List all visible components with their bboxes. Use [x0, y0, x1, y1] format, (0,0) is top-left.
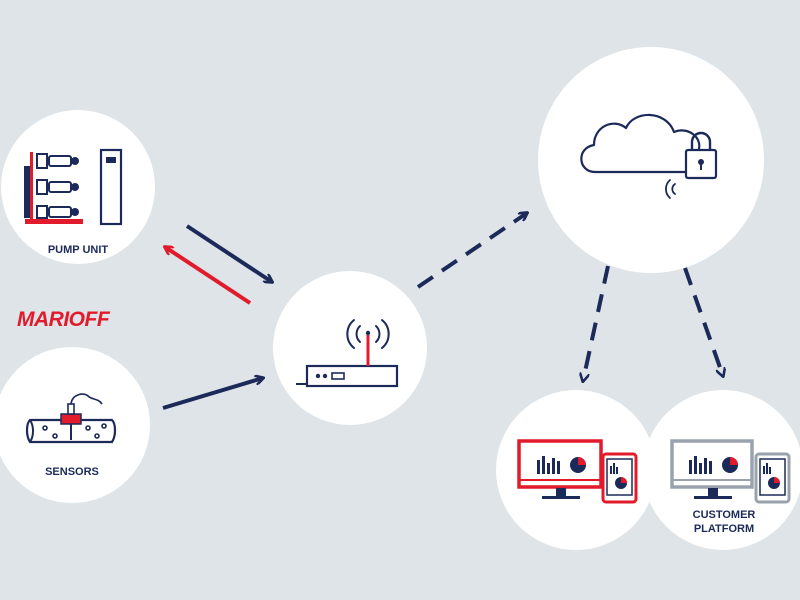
router-node: [273, 271, 427, 425]
customer-monitor-tablet-icon: [670, 439, 791, 504]
router-icon: [296, 319, 399, 388]
arrow-router-to-pump: [165, 247, 252, 305]
customer-platform-label-line2: PLATFORM: [694, 523, 754, 535]
arrow-pump-to-router: [185, 224, 272, 282]
arrow-cloud-to-customer: [683, 267, 723, 376]
sensors-label: SENSORS: [45, 466, 99, 478]
arrow-sensors-to-router: [162, 378, 263, 410]
arrow-router-to-cloud: [416, 213, 527, 289]
pipe-sensor-icon: [25, 393, 117, 444]
marioff-logo: MARIOFF: [17, 308, 111, 331]
cloud-lock-icon: [580, 113, 718, 199]
customer-platform-label-line1: CUSTOMER: [693, 509, 756, 521]
pump-icon: [24, 148, 123, 226]
arrow-cloud-to-monitor: [583, 265, 610, 381]
monitor-tablet-icon: [517, 439, 638, 504]
pump-unit-label: PUMP UNIT: [48, 244, 109, 256]
